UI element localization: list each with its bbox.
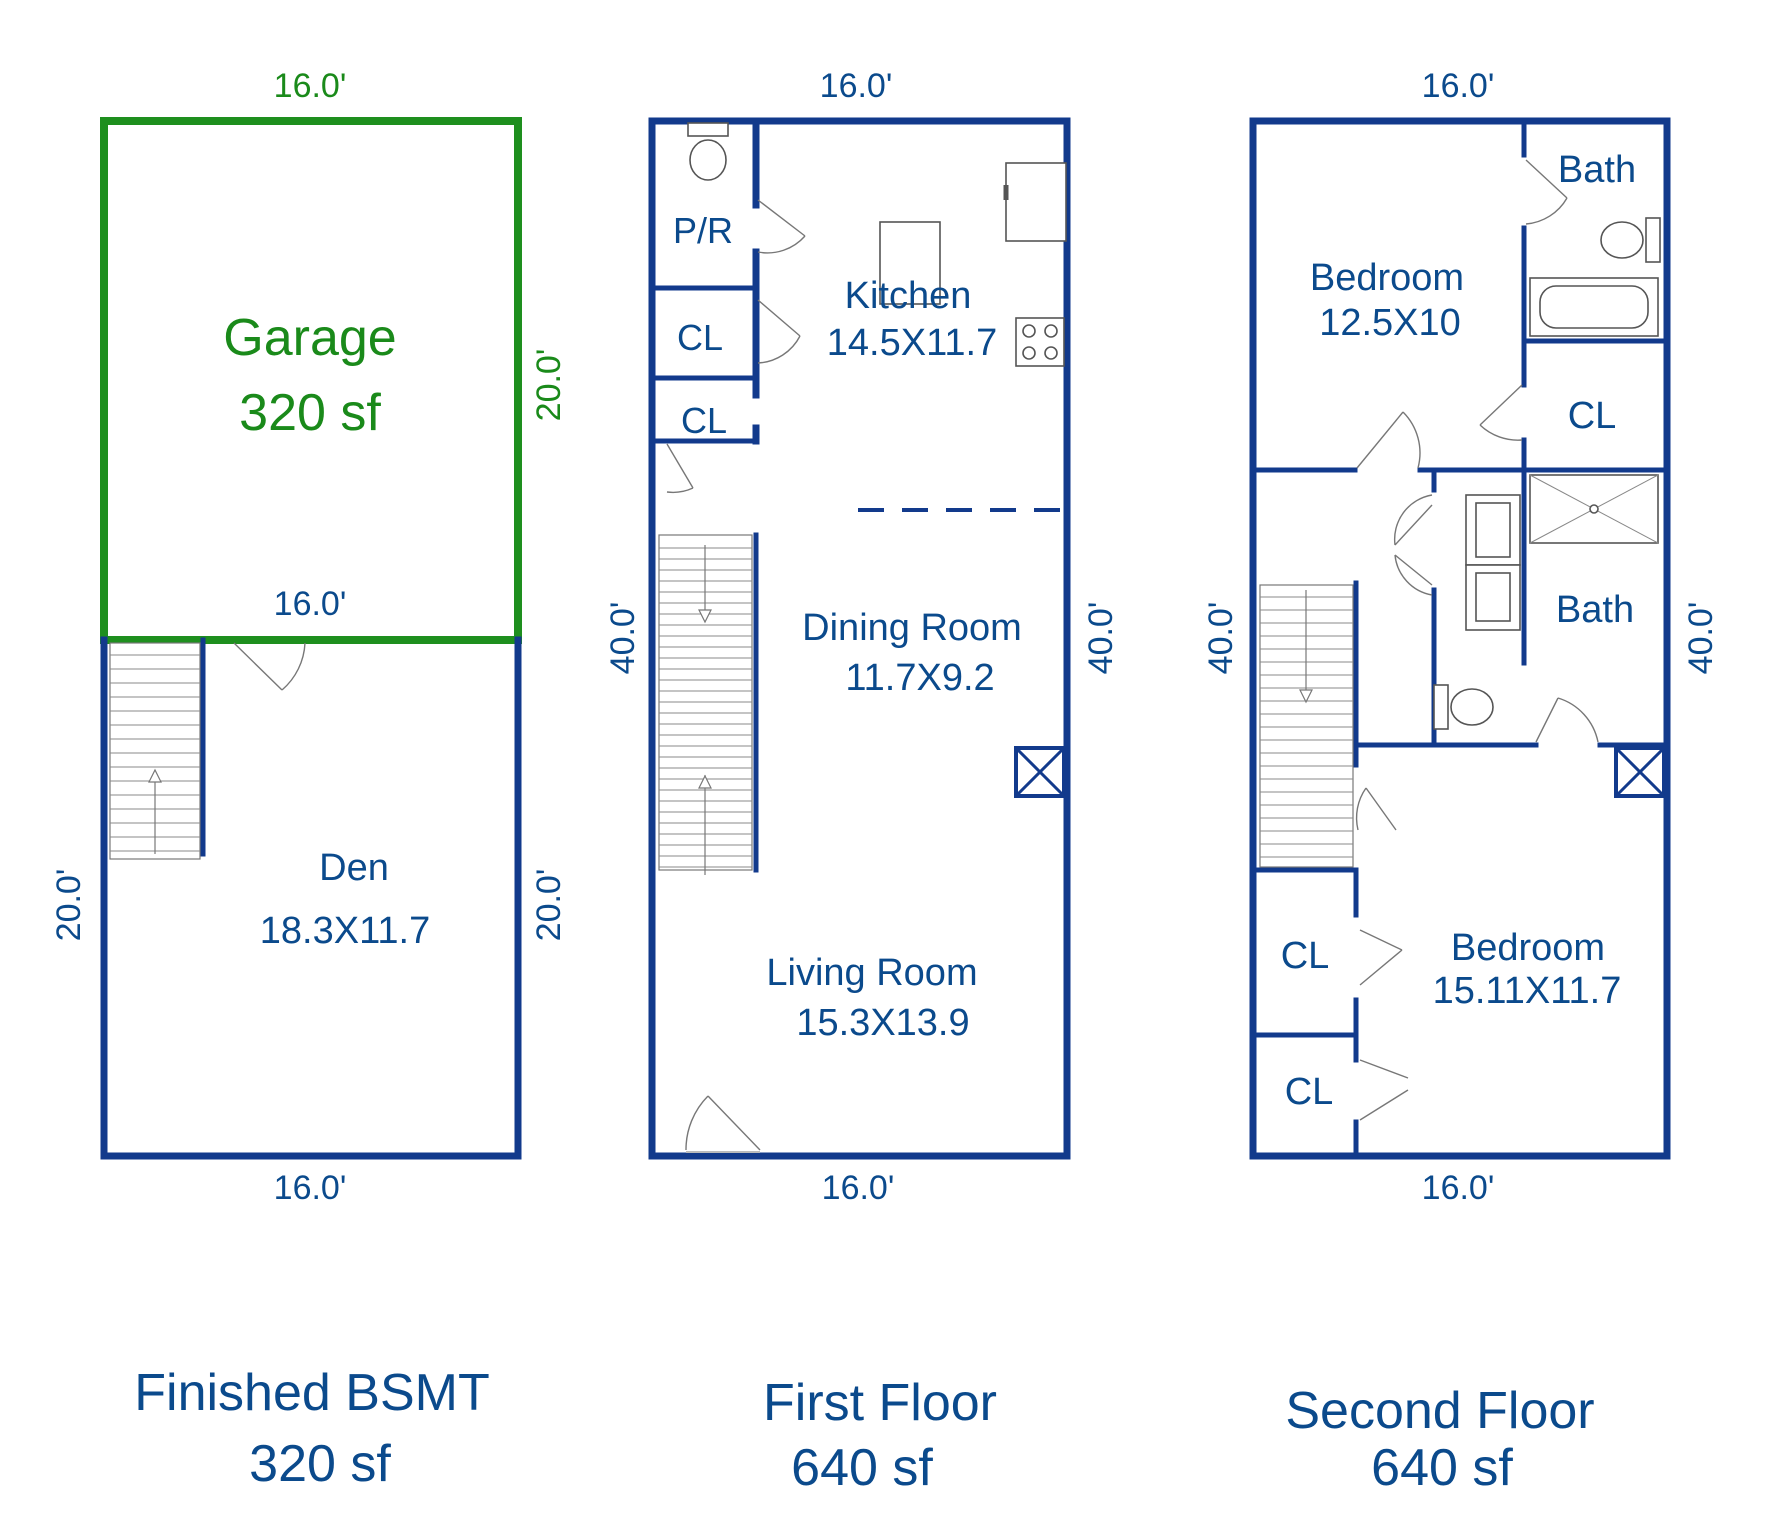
second-floor-area: 640 sf: [1371, 1439, 1513, 1497]
first-floor-closet-2-label: CL: [681, 400, 727, 441]
stove-icon: [1015, 317, 1065, 367]
washer-dryer-icon: [1465, 494, 1521, 631]
garage-side-dimension: 20.0': [530, 349, 568, 422]
kitchen-size: 14.5X11.7: [827, 322, 997, 364]
dining-room-name: Dining Room: [802, 607, 1022, 649]
toilet-icon: [687, 122, 729, 181]
toilet-icon: [1600, 217, 1661, 263]
first-floor-plan: 16.0' P/R CL CL Kitchen 14.5X11.7 Dining…: [604, 67, 1120, 1497]
second-floor-closet-1-label: CL: [1568, 395, 1617, 437]
first-floor-bottom-dimension: 16.0': [822, 1169, 895, 1207]
living-room-name: Living Room: [766, 952, 977, 994]
second-floor-bottom-dimension: 16.0': [1422, 1169, 1495, 1207]
first-floor-outline: [648, 117, 1071, 1160]
upper-bath-label: Bath: [1558, 149, 1636, 191]
second-floor-closet-2-label: CL: [1281, 935, 1330, 977]
dining-room-size: 11.7X9.2: [845, 657, 994, 699]
basement-mid-dimension: 16.0': [274, 585, 347, 623]
living-room-size: 15.3X13.9: [796, 1002, 969, 1044]
chimney-icon: [1614, 746, 1666, 798]
first-floor-left-dimension: 40.0': [604, 602, 642, 675]
first-floor-closet-1-label: CL: [677, 317, 723, 358]
chimney-icon: [1014, 746, 1066, 798]
basement-area: 320 sf: [249, 1435, 391, 1493]
bedroom-2-size: 15.11X11.7: [1433, 970, 1622, 1012]
garage-area: 320 sf: [239, 384, 381, 442]
lower-bath-label: Bath: [1556, 589, 1634, 631]
den-size: 18.3X11.7: [260, 910, 430, 952]
basement-plan: 16.0' Garage 320 sf 20.0' 16.0' Den 18.3…: [50, 67, 568, 1493]
powder-room-label: P/R: [673, 210, 733, 251]
garage-top-dimension: 16.0': [274, 67, 347, 105]
first-floor-right-dimension: 40.0': [1082, 602, 1120, 675]
first-floor-doors: [666, 199, 806, 1153]
second-floor-title: Second Floor: [1285, 1382, 1594, 1440]
basement-left-dimension: 20.0': [50, 869, 88, 942]
second-floor-outline: [1249, 117, 1671, 1160]
second-floor-plan: 16.0' Bath Bedroom 12.5X10 CL Bath CL CL…: [1202, 67, 1720, 1497]
basement-door: [233, 642, 306, 691]
basement-bottom-dimension: 16.0': [274, 1169, 347, 1207]
second-floor-left-dimension: 40.0': [1202, 602, 1240, 675]
garage-name: Garage: [223, 309, 396, 367]
second-floor-top-dimension: 16.0': [1422, 67, 1495, 105]
kitchen-counter-icon: [1003, 162, 1067, 242]
second-floor-doors: [1355, 159, 1599, 1121]
bedroom-1-name: Bedroom: [1310, 257, 1464, 299]
basement-right-dimension: 20.0': [530, 869, 568, 942]
first-floor-area: 640 sf: [791, 1439, 933, 1497]
den-name: Den: [319, 847, 389, 889]
kitchen-name: Kitchen: [845, 275, 972, 317]
bedroom-1-size: 12.5X10: [1319, 302, 1461, 344]
kitchen-island-icon: [879, 221, 941, 305]
garage-outline: [100, 117, 522, 644]
second-floor-stairs: [1259, 584, 1354, 868]
first-floor-title: First Floor: [763, 1374, 997, 1432]
basement-stairs: [109, 642, 201, 860]
second-floor-closet-3-label: CL: [1285, 1071, 1334, 1113]
first-floor-top-dimension: 16.0': [820, 67, 893, 105]
first-floor-stairs: [658, 534, 753, 875]
basement-title: Finished BSMT: [134, 1364, 489, 1422]
bedroom-2-name: Bedroom: [1451, 927, 1605, 969]
bathtub-icon: [1529, 277, 1659, 337]
den-outline: [100, 636, 522, 1160]
second-floor-right-dimension: 40.0': [1682, 602, 1720, 675]
toilet-icon: [1433, 684, 1494, 730]
shower-icon: [1529, 474, 1659, 544]
